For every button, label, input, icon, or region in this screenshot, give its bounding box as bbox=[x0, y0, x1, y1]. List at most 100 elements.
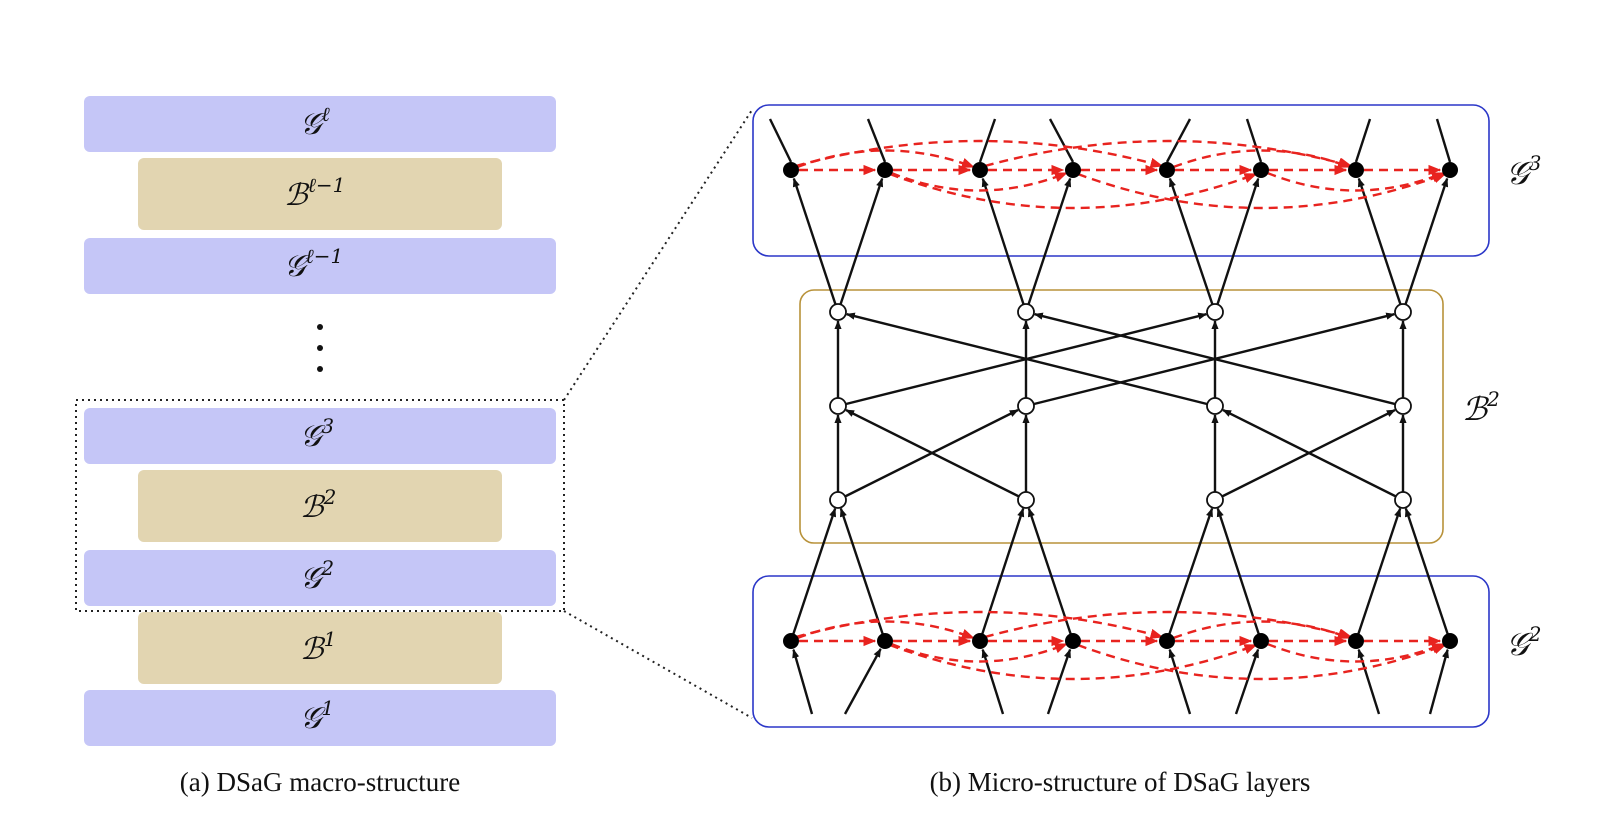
g3-node bbox=[972, 162, 988, 178]
b-to-g-edge bbox=[1024, 177, 1072, 313]
b-to-g-edge bbox=[1213, 177, 1260, 313]
caption-b: (b) Micro-structure of DSaG layers bbox=[930, 767, 1311, 797]
butterfly-edge bbox=[1025, 312, 1396, 408]
attention-edges bbox=[795, 139, 1447, 681]
g-to-b-edge bbox=[1216, 507, 1263, 642]
g2-node bbox=[1348, 633, 1364, 649]
b2-node bbox=[829, 303, 847, 321]
layer-label-g-1: 𝒢1 bbox=[300, 696, 334, 736]
input-edge bbox=[1168, 648, 1192, 715]
layer-label-b-1: ℬ1 bbox=[300, 627, 336, 667]
b2-box bbox=[799, 289, 1444, 544]
g3-node bbox=[1442, 162, 1458, 178]
butterfly-edge bbox=[845, 408, 1027, 502]
input-edge bbox=[1234, 648, 1260, 715]
attention-edge bbox=[1266, 171, 1445, 192]
input-edge bbox=[843, 648, 882, 715]
input-edge bbox=[981, 648, 1005, 715]
attention-edge bbox=[984, 139, 1353, 168]
butterfly-edges bbox=[768, 118, 1452, 715]
g3-node bbox=[1348, 162, 1364, 178]
g-to-b-edge bbox=[1404, 507, 1452, 642]
butterfly-edge bbox=[1222, 408, 1404, 502]
butterfly-edge bbox=[1214, 408, 1396, 502]
g2-box bbox=[752, 575, 1490, 728]
g-to-b-edge bbox=[1354, 507, 1402, 642]
b2-node bbox=[1394, 491, 1412, 509]
layer-bar-g-l bbox=[84, 96, 556, 152]
side-label-g2: 𝒢2 bbox=[1506, 622, 1542, 663]
attention-edge bbox=[1077, 643, 1447, 681]
output-edge bbox=[866, 118, 887, 163]
b-to-g-edge bbox=[1168, 177, 1217, 313]
output-edge bbox=[768, 118, 793, 163]
attention-edge bbox=[889, 172, 1258, 210]
g2-node bbox=[972, 633, 988, 649]
g-to-b-edge bbox=[978, 507, 1025, 642]
b-to-g-edge bbox=[792, 177, 840, 313]
b2-node bbox=[1017, 491, 1035, 509]
b2-node bbox=[1206, 397, 1224, 415]
g2-node bbox=[1159, 633, 1175, 649]
layer-bar-b-2 bbox=[138, 470, 502, 542]
macro-structure: 𝒢ℓ ℬℓ−1 𝒢ℓ−1 𝒢3 ℬ2 𝒢2 ℬ1 𝒢1 (a) DSaG mac… bbox=[75, 96, 565, 797]
attention-edge bbox=[1266, 642, 1445, 663]
b2-node bbox=[829, 397, 847, 415]
output-edge bbox=[1435, 118, 1452, 163]
zoom-connector-bottom bbox=[563, 610, 753, 719]
layer-bar-g-3 bbox=[84, 408, 556, 464]
layer-bar-g-1 bbox=[84, 690, 556, 746]
input-edge bbox=[1046, 648, 1072, 715]
b-to-g-edge bbox=[1401, 177, 1449, 313]
side-label-g3: 𝒢3 bbox=[1506, 151, 1542, 192]
b-to-g-edge bbox=[981, 177, 1028, 313]
attention-edge bbox=[984, 610, 1353, 639]
g2-node bbox=[1253, 633, 1269, 649]
layer-label-g-l-1: 𝒢ℓ−1 bbox=[284, 244, 343, 284]
butterfly-edge bbox=[1033, 312, 1404, 408]
layer-label-b-2: ℬ2 bbox=[300, 485, 336, 525]
attention-edge bbox=[795, 610, 1164, 639]
butterfly-edge bbox=[837, 312, 1208, 408]
g-to-b-edge bbox=[789, 507, 837, 642]
output-edge bbox=[1354, 118, 1372, 163]
micro-structure: 𝒢3 ℬ2 𝒢2 (b) Micro-structure of DSaG lay… bbox=[752, 104, 1542, 797]
input-edge bbox=[1428, 648, 1449, 715]
g3-box bbox=[752, 104, 1490, 257]
attention-edge bbox=[889, 643, 1258, 681]
attention-edge bbox=[890, 642, 1068, 663]
output-edge bbox=[978, 118, 997, 163]
g3-node bbox=[1253, 162, 1269, 178]
g3-node bbox=[783, 162, 799, 178]
butterfly-edge bbox=[837, 408, 1019, 502]
input-edge bbox=[1357, 648, 1381, 715]
b-to-g-edge bbox=[1357, 177, 1405, 313]
nodes bbox=[783, 162, 1458, 649]
b2-node bbox=[1394, 397, 1412, 415]
g-to-b-edge bbox=[1165, 507, 1214, 642]
layer-label-b-l-1: ℬℓ−1 bbox=[284, 173, 345, 213]
b-to-g-edge bbox=[836, 177, 884, 313]
layer-bar-g-2 bbox=[84, 550, 556, 606]
vertical-ellipsis bbox=[317, 324, 323, 372]
output-edge bbox=[1245, 118, 1263, 163]
b2-node bbox=[1206, 491, 1224, 509]
attention-edge bbox=[795, 139, 1164, 168]
zoom-selection-box bbox=[75, 399, 565, 612]
layer-bar-b-l-1 bbox=[138, 158, 502, 230]
g2-node bbox=[1065, 633, 1081, 649]
g2-node bbox=[877, 633, 893, 649]
butterfly-edge bbox=[845, 312, 1216, 408]
side-label-b2: ℬ2 bbox=[1462, 387, 1500, 428]
zoom-connector-top bbox=[563, 109, 753, 401]
caption-a: (a) DSaG macro-structure bbox=[180, 767, 460, 797]
g3-node bbox=[1065, 162, 1081, 178]
layer-bar-g-l-1 bbox=[84, 238, 556, 294]
attention-edge bbox=[1077, 172, 1447, 210]
input-edge bbox=[792, 648, 814, 715]
b2-node bbox=[1017, 303, 1035, 321]
g3-node bbox=[877, 162, 893, 178]
b2-node bbox=[1206, 303, 1224, 321]
g3-node bbox=[1159, 162, 1175, 178]
